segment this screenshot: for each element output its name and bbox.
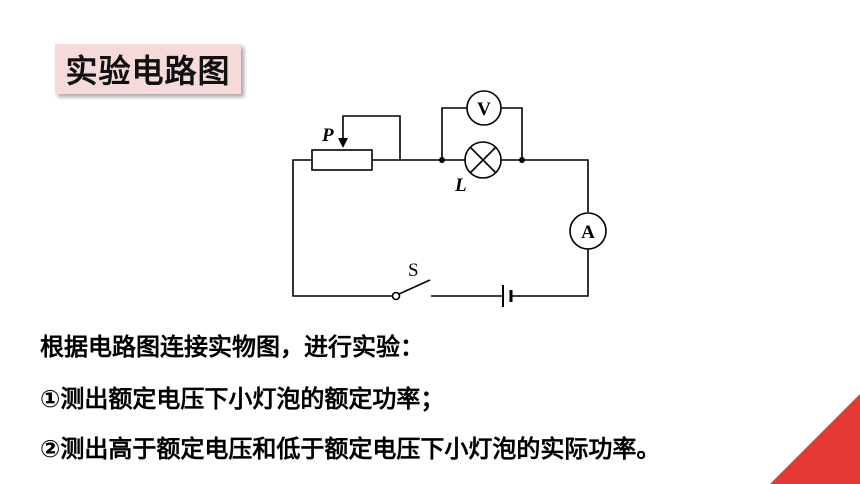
wire-voltmeter-left bbox=[441, 107, 467, 160]
wire-right bbox=[522, 159, 589, 212]
wire-ammeter-bottom bbox=[511, 249, 589, 297]
lamp-icon bbox=[464, 141, 502, 179]
voltmeter-icon bbox=[466, 90, 502, 126]
corner-accent bbox=[770, 394, 860, 484]
label-l: L bbox=[454, 175, 467, 196]
instruction-line-1: 根据电路图连接实物图，进行实验： bbox=[40, 333, 424, 361]
wire-slider bbox=[342, 115, 442, 161]
page-title: 实验电路图 bbox=[65, 52, 231, 90]
switch-pivot bbox=[391, 291, 401, 301]
rheostat bbox=[311, 149, 373, 171]
instruction-line-3: ②测出高于额定电压和低于额定电压下小灯泡的实际功率。 bbox=[40, 435, 661, 463]
label-v: V bbox=[477, 99, 491, 120]
label-s: S bbox=[408, 260, 419, 281]
slider-arrow bbox=[338, 138, 348, 148]
junction-left bbox=[439, 157, 445, 163]
wire-voltmeter-right bbox=[501, 107, 523, 160]
junction-right bbox=[519, 157, 525, 163]
switch-blade bbox=[398, 279, 431, 295]
ammeter-icon bbox=[569, 212, 607, 250]
label-p: P bbox=[321, 125, 334, 146]
label-a: A bbox=[581, 222, 595, 243]
wire-left-top bbox=[292, 159, 392, 297]
instruction-line-2: ①测出额定电压下小灯泡的额定功率； bbox=[40, 385, 445, 413]
title-box: 实验电路图 bbox=[55, 44, 241, 94]
